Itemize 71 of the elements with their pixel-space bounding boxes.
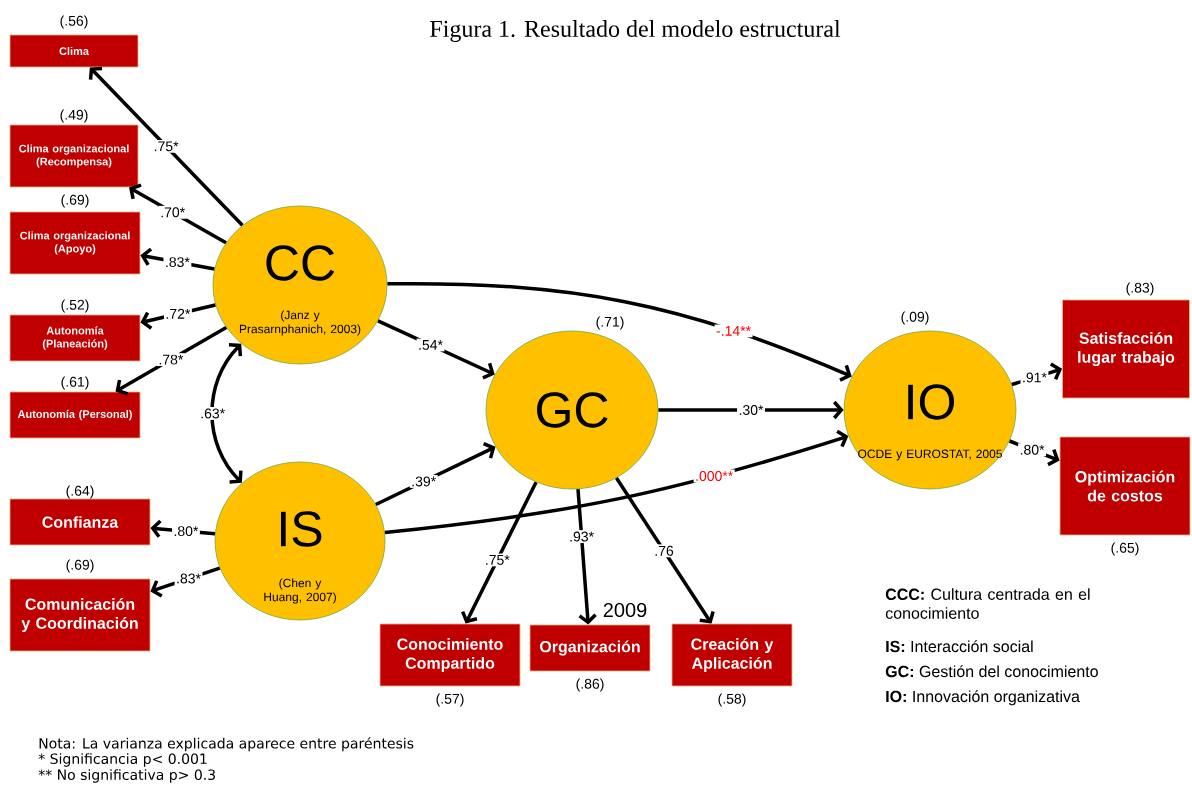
arrow	[384, 429, 849, 535]
arrow	[615, 477, 715, 624]
indicator-box: Clima organizacional (Recompensa)	[9, 124, 139, 188]
citation-text: (Chen y Huang, 2007)	[264, 578, 336, 604]
indicator-box: Organización	[529, 624, 651, 672]
variance-label: (.57)	[436, 693, 464, 707]
stray-text: 2009	[603, 602, 647, 618]
edge-label: .78*	[156, 353, 185, 367]
indicator-box: Conocimiento Compartido	[379, 623, 521, 687]
abbreviation-text: CCC: Cultura centrada en el conocimiento	[885, 588, 1090, 619]
variance-label: (.69)	[61, 194, 89, 208]
edge-label: .63*	[198, 407, 227, 420]
variance-label: (.49)	[60, 109, 88, 123]
edge-label: .39*	[409, 474, 438, 488]
variance-label: (.65)	[1111, 542, 1139, 556]
variance-label: (.64)	[66, 485, 94, 499]
note-text: Nota: La varianza explicada aparece entre paréntesis	[39, 737, 414, 752]
edge-label: .80*	[1018, 443, 1047, 457]
arrow	[658, 400, 844, 420]
variance-label: (.56)	[60, 15, 88, 29]
abbreviation-text: IS: Interacción social	[886, 640, 1033, 653]
edge-label: .70*	[158, 205, 187, 219]
indicator-box: Creación y Aplicación	[671, 623, 793, 687]
edge-label: .30*	[737, 403, 765, 417]
arrow	[129, 183, 227, 245]
citation-text: OCDE y EUROSTAT, 2005	[858, 449, 1002, 461]
edge-label: .76	[652, 544, 676, 558]
abbreviation-text: IO: Innovación organizativa	[886, 690, 1080, 706]
note-text: * Significancia p< 0.001	[38, 753, 207, 767]
indicator-box: Satisfacción lugar trabajo	[1062, 299, 1190, 399]
variance-label: (.58)	[718, 693, 746, 707]
construct-label: IO	[908, 384, 954, 420]
arrow	[115, 326, 228, 396]
construct-label: CC	[266, 245, 335, 281]
variance-label: (.52)	[61, 299, 89, 313]
indicator-box: Optimización de costos	[1059, 436, 1191, 536]
arrow	[377, 319, 495, 380]
variance-label: (.83)	[1126, 282, 1154, 296]
variance-label: (.69)	[66, 559, 94, 573]
construct-label: GC	[537, 392, 608, 428]
abbreviation-text: GC: Gestión del conocimiento	[885, 665, 1098, 678]
arrow	[210, 343, 243, 484]
arrow	[461, 481, 538, 624]
variance-label: (.09)	[901, 311, 929, 325]
title: Figura 1. Resultado del modelo estructural	[430, 20, 841, 42]
edge-label: .75*	[483, 553, 512, 567]
edge-label: .72*	[163, 307, 192, 321]
indicator-box: Autonomía (Personal)	[9, 391, 141, 439]
indicator-box: Comunicación y Coordinación	[9, 578, 151, 652]
edge-label: .91*	[1020, 371, 1049, 384]
arrow	[88, 66, 244, 227]
edge-label: .83*	[174, 572, 203, 585]
edge-label: .83*	[163, 255, 192, 269]
edge-label: .54*	[416, 338, 445, 352]
edge-label: .000**	[693, 469, 735, 483]
edge-label: .75*	[152, 140, 181, 153]
variance-label: (.61)	[61, 376, 89, 390]
construct-label: IS	[281, 511, 322, 547]
indicator-box: Autonomía (Planeación)	[9, 314, 141, 362]
variance-label: (.71)	[596, 316, 624, 330]
note-text: ** No significativa p> 0.3	[38, 769, 215, 783]
edge-label: .80*	[171, 524, 200, 538]
edge-label: -.14**	[714, 324, 753, 338]
indicator-box: Clima	[9, 34, 139, 68]
edge-label: .93*	[567, 530, 596, 544]
arrow	[387, 282, 852, 382]
citation-text: (Janz y Prasarnphanich, 2003)	[239, 310, 361, 336]
variance-label: (.86)	[576, 678, 604, 692]
arrow	[576, 489, 597, 625]
indicator-box: Confianza	[9, 498, 151, 546]
indicator-box: Clima organizacional (Apoyo)	[9, 211, 141, 275]
